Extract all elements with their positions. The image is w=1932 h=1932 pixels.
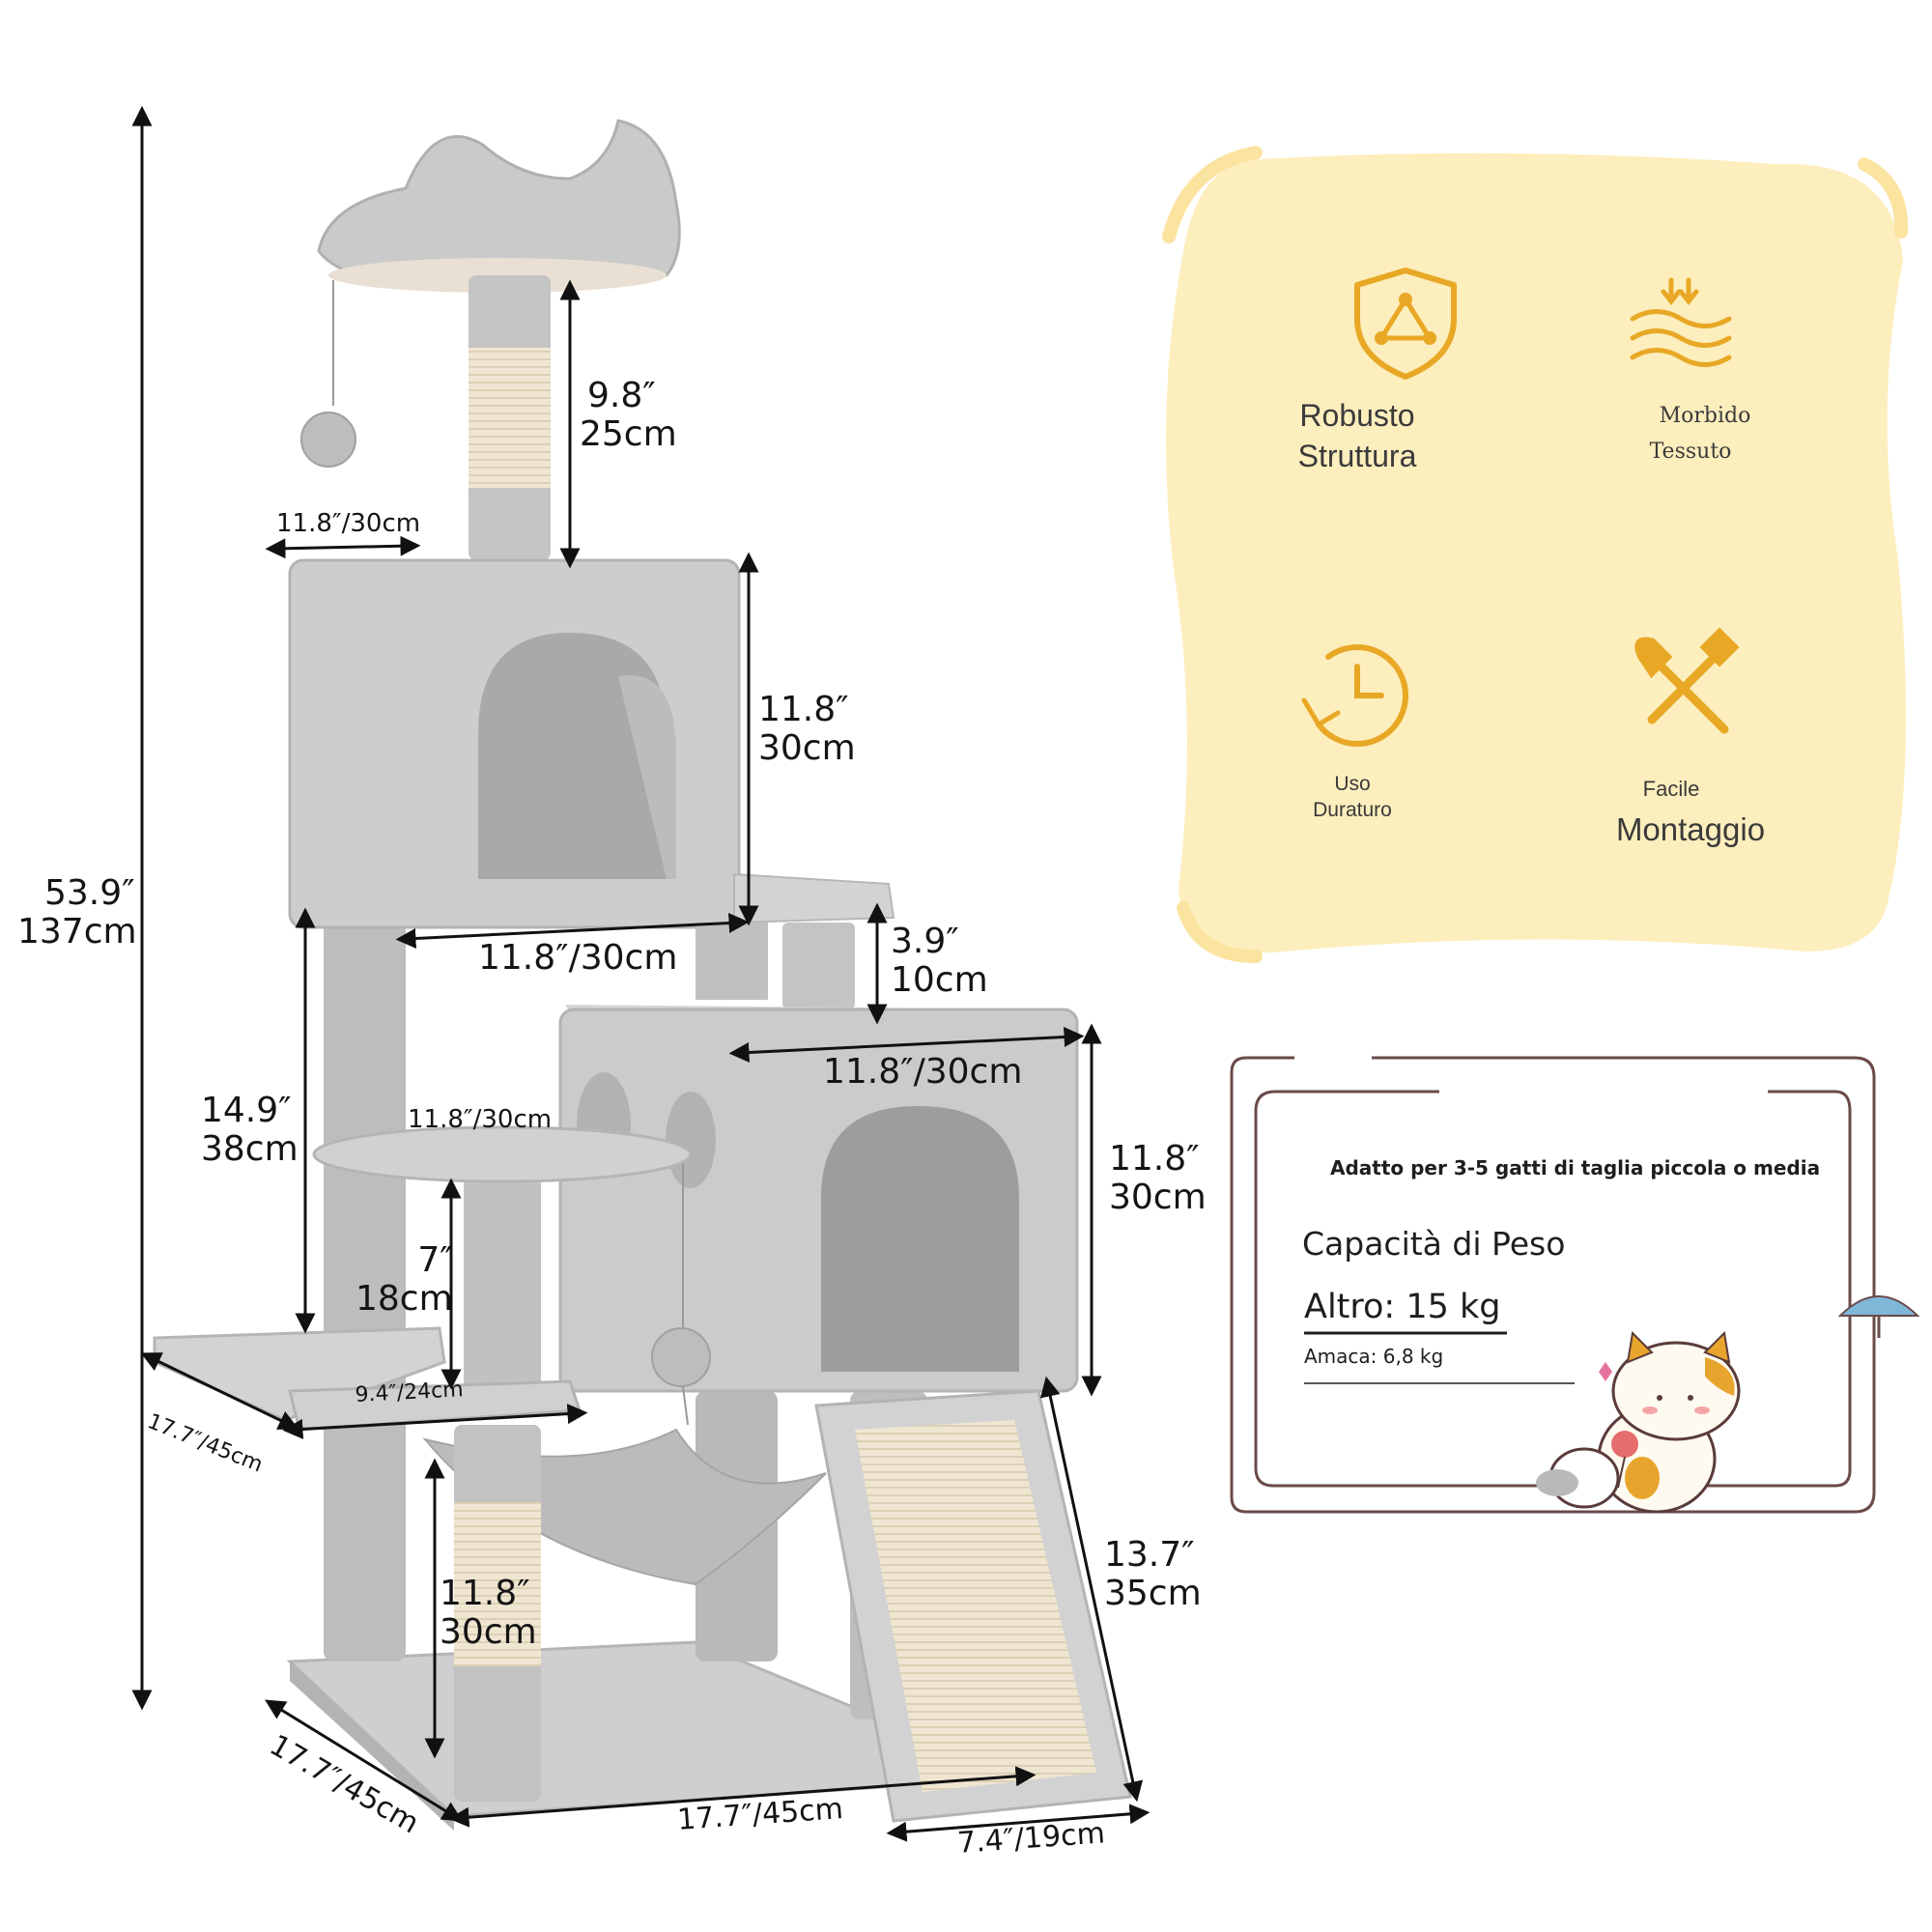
label-lower-condo-height: 11.8″ 30cm — [1109, 1140, 1207, 1216]
arrow-hammock-platform — [282, 1404, 588, 1439]
capacity-title: Capacità di Peso — [1302, 1225, 1566, 1263]
label-connector-cm: 10cm — [891, 959, 988, 1000]
lamp-decoration — [1837, 1295, 1920, 1338]
label-total-height-in: 53.9″ — [44, 873, 135, 913]
label-bottom-post-cm: 30cm — [440, 1611, 537, 1652]
lower-condo-door — [821, 1106, 1019, 1372]
feature-durable: Uso Duraturo — [1275, 771, 1430, 824]
label-upper-condo-height-cm: 30cm — [758, 727, 856, 768]
feature-assembly-line1: Facile — [1642, 777, 1700, 801]
arrow-upper-condo-width — [395, 913, 750, 949]
label-side-gap-in: 14.9″ — [201, 1091, 292, 1130]
feature-soft-line1: Morbido — [1659, 404, 1751, 428]
arrow-left-platform — [140, 1352, 299, 1430]
upper-condo-door — [478, 633, 667, 879]
label-ball-post-in: 7″ — [417, 1240, 453, 1280]
label-upper-condo-height: 11.8″ 30cm — [758, 691, 856, 767]
step-platform — [733, 872, 895, 924]
label-top-post-cm: 25cm — [580, 413, 677, 454]
feature-robust-line2: Struttura — [1297, 438, 1417, 473]
label-lower-condo-height-in: 11.8″ — [1109, 1139, 1200, 1179]
features-panel-border-accent-3 — [1177, 901, 1263, 963]
feature-soft: Morbido Tessuto — [1594, 398, 1787, 470]
features-panel-border-accent-2 — [1858, 157, 1909, 239]
capacity-main: Altro: 15 kg — [1304, 1288, 1501, 1326]
label-ball-post: 7″ 18cm — [355, 1241, 453, 1318]
features-panel-blob — [1166, 153, 1906, 953]
label-side-gap: 14.9″ 38cm — [201, 1092, 298, 1168]
arrow-ramp-length — [1039, 1376, 1144, 1803]
top-post-sisal — [469, 348, 551, 488]
feature-robust-line1: Robusto — [1299, 398, 1415, 433]
capacity-hammock: Amaca: 6,8 kg — [1304, 1345, 1444, 1368]
label-ramp-length-cm: 35cm — [1104, 1573, 1202, 1613]
post-back-left — [324, 918, 406, 1662]
clock-arrow-icon — [1301, 644, 1408, 747]
feature-assembly-line2: Montaggio — [1615, 810, 1766, 847]
ball-post — [464, 1169, 541, 1391]
feature-soft-line2: Tessuto — [1649, 440, 1732, 465]
arrow-base-depth — [265, 1699, 463, 1822]
feature-durable-line1: Uso — [1334, 773, 1371, 795]
label-top-post-in: 9.8″ — [587, 376, 656, 415]
feature-durable-line2: Duraturo — [1313, 799, 1392, 822]
feature-robust: Robusto Struttura — [1256, 396, 1459, 476]
label-top-condo-width-small: 11.8″/30cm — [276, 509, 421, 538]
upper-condo-side — [618, 675, 676, 879]
arrow-base-width — [448, 1766, 1037, 1828]
toy-ball-top — [300, 412, 356, 468]
label-upper-condo-width: 11.8″/30cm — [478, 938, 678, 978]
label-bottom-post-in: 11.8″ — [440, 1574, 530, 1613]
round-platform — [312, 1125, 693, 1183]
toy-string-lower-2 — [682, 1385, 689, 1426]
label-total-height-cm: 137cm — [17, 911, 137, 952]
label-connector: 3.9″ 10cm — [891, 923, 988, 999]
capacity-subtitle: Adatto per 3-5 gatti di taglia piccola o… — [1330, 1156, 1821, 1179]
arrow-top-width-small — [265, 535, 421, 559]
toy-ball-lower — [651, 1327, 711, 1387]
capacity-frame — [1230, 1056, 1876, 1514]
label-ramp-length-in: 13.7″ — [1104, 1535, 1195, 1575]
arrow-ramp-width — [886, 1804, 1151, 1842]
feature-assembly: Facile Montaggio — [1584, 776, 1797, 850]
shield-triangle-icon — [1354, 268, 1457, 380]
label-lower-condo-width: 11.8″/30cm — [823, 1052, 1023, 1092]
label-bottom-post: 11.8″ 30cm — [440, 1575, 537, 1651]
ramp-sisal — [855, 1420, 1096, 1792]
label-round-platform: 11.8″/30cm — [408, 1105, 553, 1134]
label-total-height: 53.9″ 137cm — [17, 874, 137, 951]
label-side-gap-cm: 38cm — [201, 1128, 298, 1169]
label-top-post: 9.8″ 25cm — [580, 377, 677, 453]
wrench-screwdriver-icon — [1634, 627, 1740, 734]
connector-post-left — [696, 923, 768, 1000]
lower-condo-porthole-2 — [666, 1092, 716, 1188]
label-ball-post-cm: 18cm — [355, 1278, 453, 1319]
connector-post-right — [782, 923, 855, 1009]
arrow-lower-condo-width — [728, 1027, 1085, 1063]
cat-illustration — [1536, 1330, 1741, 1514]
label-ramp-length: 13.7″ 35cm — [1104, 1536, 1202, 1612]
capacity-frame-outer — [1230, 1056, 1876, 1514]
features-panel — [1162, 146, 1909, 963]
bottom-post-sisal — [454, 1502, 541, 1666]
label-connector-in: 3.9″ — [891, 922, 959, 961]
label-upper-condo-height-in: 11.8″ — [758, 690, 849, 729]
features-panel-border-accent — [1162, 146, 1263, 243]
label-lower-condo-height-cm: 30cm — [1109, 1177, 1207, 1217]
soft-fabric-icon — [1630, 277, 1732, 367]
dimension-arrows — [131, 105, 1151, 1842]
